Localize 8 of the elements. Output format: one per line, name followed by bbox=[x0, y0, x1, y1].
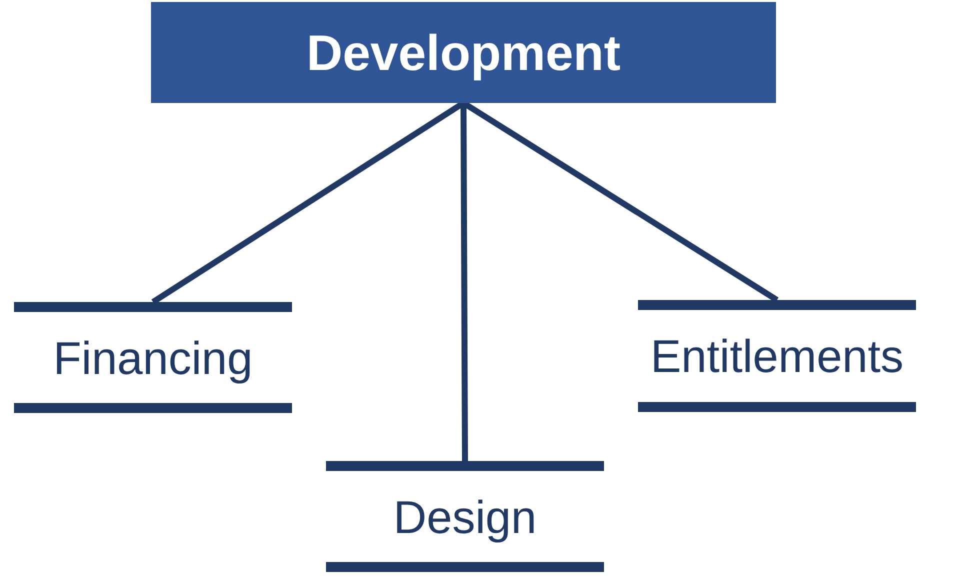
category-band bbox=[326, 461, 604, 572]
title-box bbox=[151, 2, 776, 103]
node-label: Financing bbox=[53, 330, 253, 384]
category-band bbox=[14, 302, 292, 413]
node-label: Entitlements bbox=[650, 329, 904, 383]
title-text: Development bbox=[306, 24, 620, 82]
category-band bbox=[638, 300, 916, 412]
node-label: Design bbox=[393, 490, 537, 544]
